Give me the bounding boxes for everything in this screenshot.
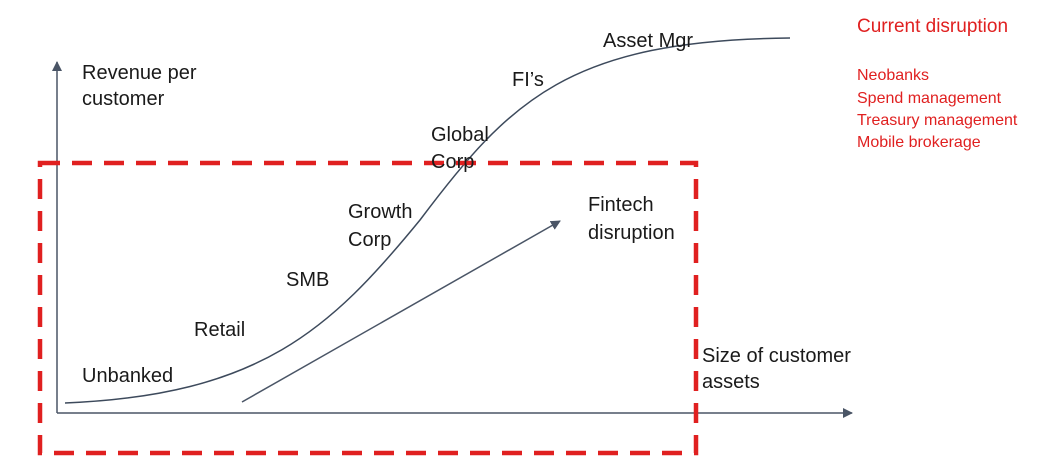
side-panel-item-treasury-management: Treasury management (857, 112, 1018, 129)
segment-label-retail: Retail (194, 319, 245, 341)
segment-label-growth-corp-line1: Growth (348, 201, 412, 223)
segment-label-global-corp-line1: Global (431, 124, 489, 146)
segment-label-growth-corp-line2: Corp (348, 229, 391, 251)
segment-label-smb: SMB (286, 269, 329, 291)
fintech-disruption-arrow (241, 220, 561, 403)
side-panel-item-mobile-brokerage: Mobile brokerage (857, 134, 981, 151)
x-axis-label-line1: Size of customer (702, 345, 851, 367)
segment-label-fis: FI’s (512, 69, 544, 91)
fintech-label-line1: Fintech (588, 194, 654, 216)
side-panel-item-spend-management: Spend management (857, 90, 1002, 107)
segment-label-unbanked: Unbanked (82, 365, 173, 387)
focus-dashed-box (37, 160, 699, 456)
y-axis-label-line1: Revenue per (82, 62, 197, 84)
y-axis-label-line2: customer (82, 88, 165, 110)
x-axis-label-line2: assets (702, 371, 760, 393)
segment-label-asset-mgr: Asset Mgr (603, 30, 693, 52)
side-panel-title: Current disruption (857, 16, 1008, 37)
segment-label-global-corp-line2: Corp (431, 151, 474, 173)
side-panel-item-neobanks: Neobanks (857, 67, 929, 84)
s-curve (64, 37, 791, 404)
fintech-label-line2: disruption (588, 222, 675, 244)
